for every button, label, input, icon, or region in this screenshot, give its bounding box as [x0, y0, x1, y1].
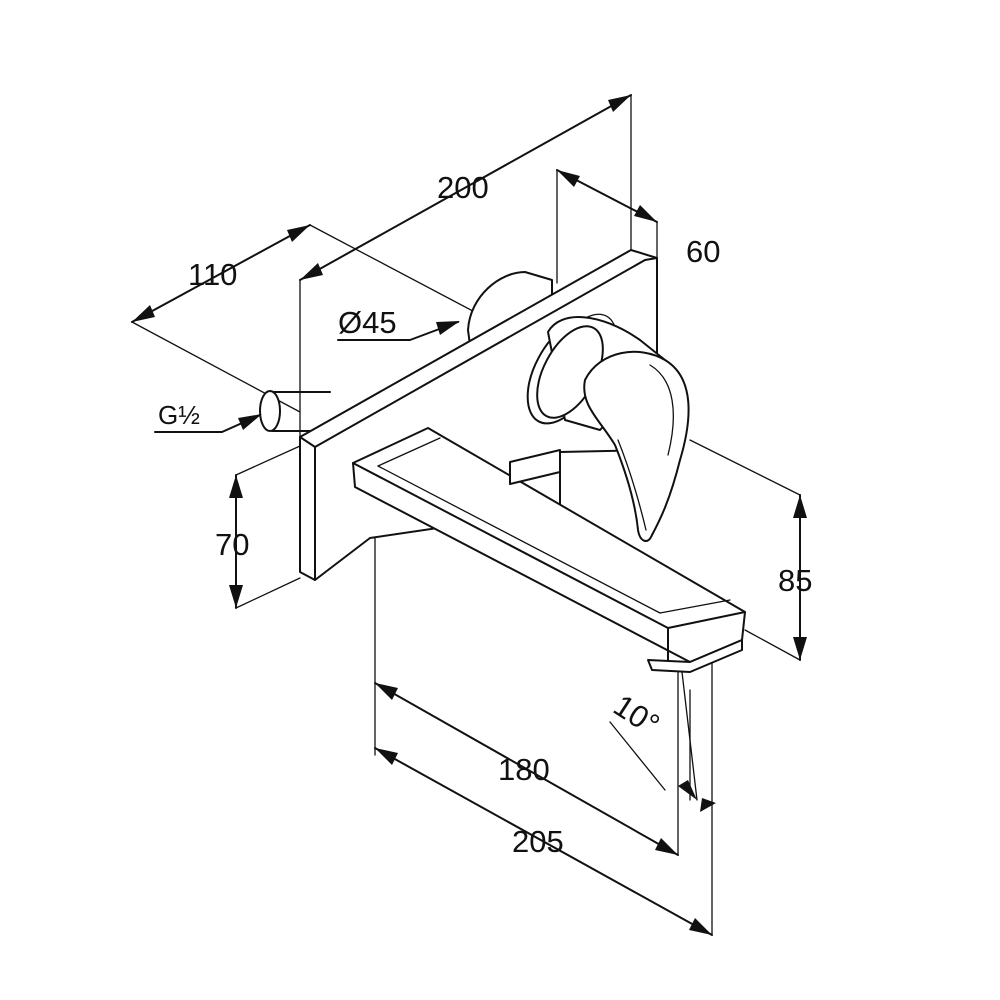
label-205: 205 — [512, 824, 564, 859]
spout — [352, 427, 746, 673]
arrow-thread — [238, 414, 262, 430]
back-cylinder — [467, 271, 553, 346]
arrow-60-end — [634, 205, 657, 222]
label-85: 85 — [778, 563, 812, 598]
label-thread: G½ — [158, 400, 200, 430]
label-200: 200 — [437, 170, 489, 205]
spout-support — [509, 449, 561, 485]
arrow-85-end — [793, 637, 807, 660]
label-10deg: 10° — [607, 688, 665, 743]
arrow-70-start — [229, 475, 243, 498]
arrow-180-end — [655, 838, 678, 855]
arrow-10deg-a — [678, 780, 697, 800]
arrow-205-start — [375, 748, 398, 765]
arrow-110-end — [287, 225, 310, 242]
arrow-200-end — [608, 95, 631, 112]
label-70: 70 — [215, 527, 249, 562]
arrow-60-start — [557, 170, 580, 187]
inlet-pipe — [259, 390, 331, 432]
dimension-lines — [131, 94, 807, 936]
dim-line-205 — [374, 747, 713, 936]
arrow-200-start — [300, 263, 323, 280]
arrow-70-end — [229, 585, 243, 608]
label-60: 60 — [686, 234, 720, 269]
dim-line-110 — [131, 224, 311, 323]
arrow-85-start — [793, 495, 807, 518]
label-110: 110 — [188, 257, 237, 292]
dim-line-180 — [374, 682, 679, 856]
label-d45: Ø45 — [338, 305, 397, 340]
arrow-180-start — [375, 683, 398, 700]
arrow-205-end — [689, 918, 712, 935]
arrow-110-start — [132, 305, 155, 322]
arrow-10deg-b — [700, 798, 716, 812]
label-180: 180 — [498, 752, 550, 787]
dim-line-200 — [299, 94, 632, 281]
tap-body — [259, 249, 746, 673]
arrow-d45 — [436, 321, 460, 335]
lever-handle — [583, 350, 690, 542]
